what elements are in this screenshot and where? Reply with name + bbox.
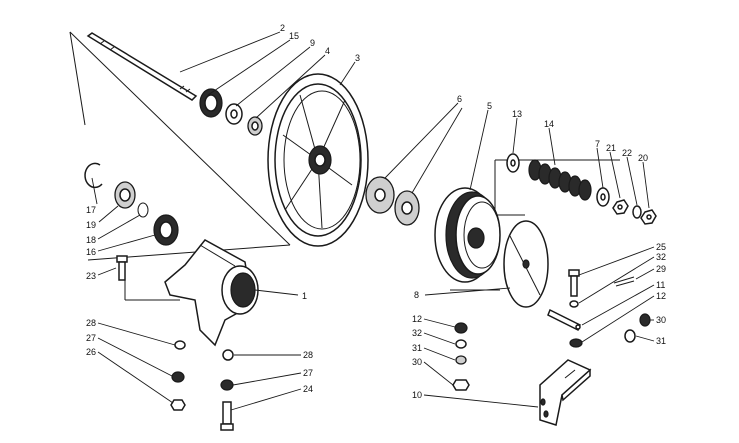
callout-3: 3 <box>355 53 360 63</box>
washer-part-31-far-right <box>624 329 636 343</box>
callout-20: 20 <box>638 153 648 163</box>
callout-2: 2 <box>280 23 285 33</box>
callout-21: 21 <box>606 143 616 153</box>
nut-part-20 <box>640 209 657 225</box>
callout-4: 4 <box>325 46 330 56</box>
callout-28-middle: 28 <box>303 350 313 360</box>
callout-19: 19 <box>86 220 96 230</box>
callout-12-left: 12 <box>412 314 422 324</box>
callout-32-lower: 32 <box>412 328 422 338</box>
pin-part-29 <box>613 276 635 287</box>
bolt-part-23 <box>116 255 128 281</box>
callout-15: 15 <box>289 31 299 41</box>
washer-part-32-right <box>455 339 467 349</box>
callout-30-left: 30 <box>412 357 422 367</box>
callout-12-right: 12 <box>656 291 666 301</box>
callout-9: 9 <box>310 38 315 48</box>
callout-31-left: 31 <box>412 343 422 353</box>
v-pulley-part-5 <box>434 187 501 283</box>
lockwasher-part-27-left <box>171 371 185 383</box>
bearing-part-16 <box>153 214 179 246</box>
callout-17: 17 <box>86 205 96 215</box>
disc-part-8 <box>503 220 549 308</box>
callout-6: 6 <box>457 94 462 104</box>
shaft-part-2 <box>86 32 198 101</box>
bracket-part-10 <box>539 359 592 426</box>
bearing-part-15 <box>199 88 223 118</box>
circlip-part-17 <box>84 162 103 189</box>
nut-part-26 <box>170 399 186 411</box>
callout-26: 26 <box>86 347 96 357</box>
callout-25: 25 <box>656 242 666 252</box>
callout-18: 18 <box>86 235 96 245</box>
bolt-part-24 <box>220 401 234 431</box>
lever-part-11 <box>547 308 581 332</box>
callout-1: 1 <box>302 291 307 301</box>
callout-28-left: 28 <box>86 318 96 328</box>
washer-part-7 <box>596 187 610 207</box>
callout-13: 13 <box>512 109 522 119</box>
callout-31-right: 31 <box>656 336 666 346</box>
callout-29: 29 <box>656 264 666 274</box>
callout-5: 5 <box>487 101 492 111</box>
callout-14: 14 <box>544 119 554 129</box>
callout-11: 11 <box>656 280 665 290</box>
callout-27-left: 27 <box>86 333 96 343</box>
washer-part-9 <box>225 103 243 125</box>
callout-30-right: 30 <box>656 315 666 325</box>
callout-16: 16 <box>86 247 96 257</box>
nut-part-12-right <box>454 322 468 334</box>
callout-8: 8 <box>414 290 419 300</box>
callout-labels: 2 15 9 4 3 6 5 13 14 7 21 22 20 17 19 18… <box>86 23 666 400</box>
callout-32-upper: 32 <box>656 252 666 262</box>
washer-part-22 <box>632 205 642 219</box>
washer-part-28-middle <box>222 349 234 361</box>
callout-22: 22 <box>622 148 632 158</box>
callout-10: 10 <box>412 390 422 400</box>
washer-part-32-upper <box>569 300 579 308</box>
clutch-half-part-6b <box>394 190 420 226</box>
nut-part-30-right <box>452 379 470 391</box>
nut-part-30-far-right <box>639 313 651 327</box>
lockwasher-part-27-middle <box>220 379 234 391</box>
washer-part-31-right <box>455 355 467 365</box>
callout-23: 23 <box>86 271 96 281</box>
washer-part-13 <box>506 153 520 173</box>
bolt-part-25 <box>568 269 580 297</box>
clutch-half-part-6a <box>365 176 395 214</box>
ring-part-18 <box>137 202 149 218</box>
spacer-part-4 <box>247 116 263 136</box>
callout-27-middle: 27 <box>303 368 313 378</box>
housing-part-1 <box>164 239 259 347</box>
large-pulley-part-3 <box>267 73 369 247</box>
spring-part-14 <box>528 159 592 201</box>
washer-part-28-left <box>174 340 186 350</box>
callout-24: 24 <box>303 384 313 394</box>
washer-part-12-lower <box>569 338 583 348</box>
nut-part-21 <box>612 199 629 215</box>
leader-lines <box>91 31 655 411</box>
washer-part-19 <box>114 181 136 209</box>
callout-7: 7 <box>595 139 600 149</box>
